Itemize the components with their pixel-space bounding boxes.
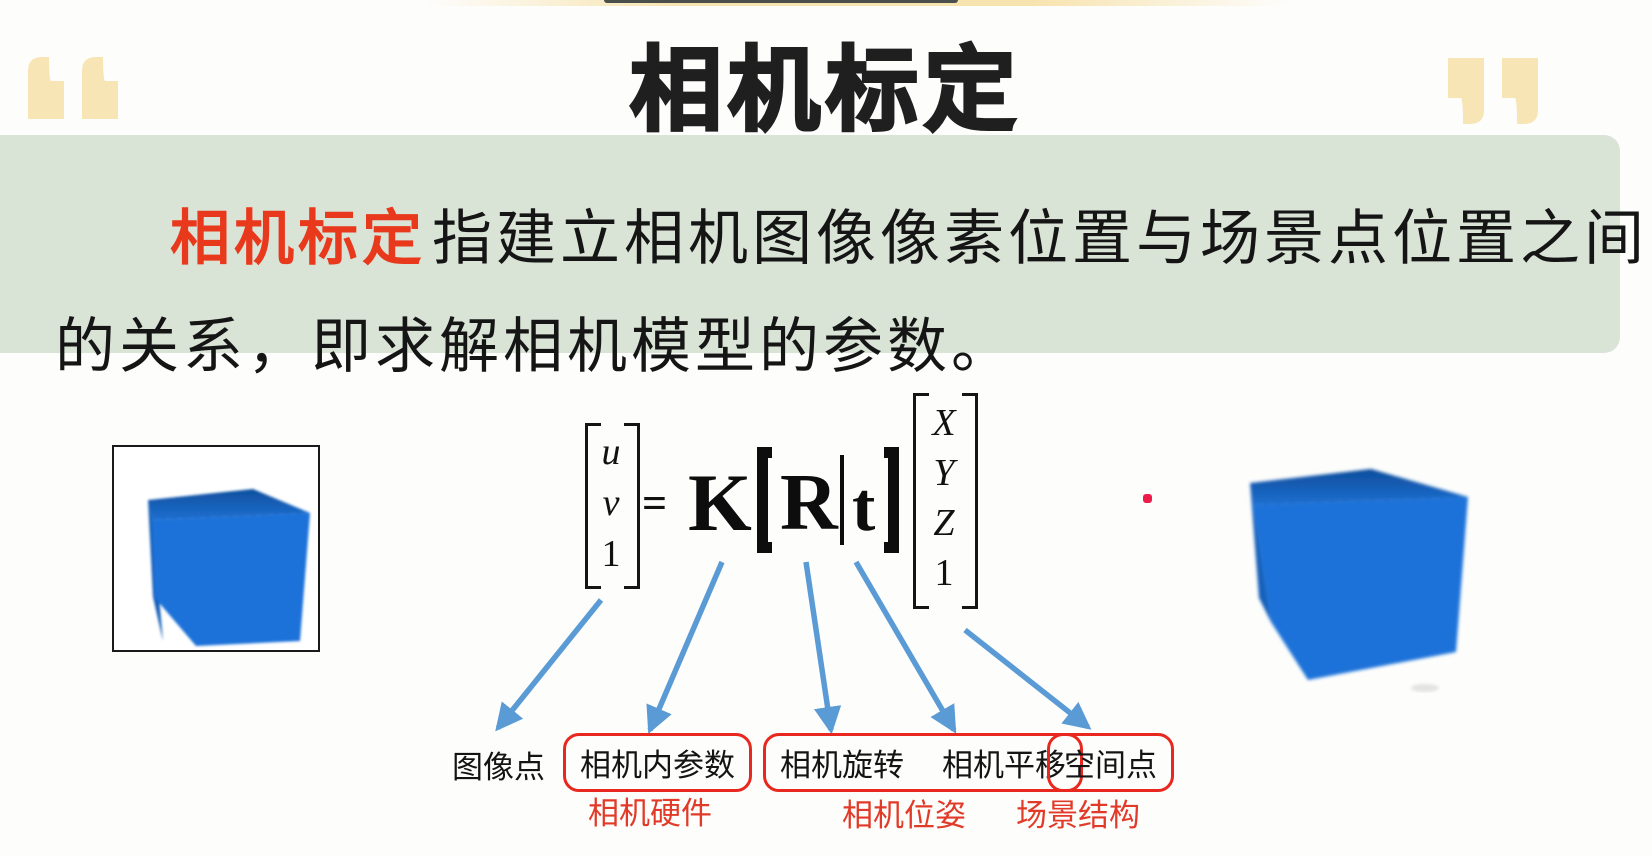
label-intrinsics: 相机内参数 [580, 748, 735, 784]
left-cube-image [148, 489, 310, 646]
pixel-vector-left-bracket [585, 423, 601, 589]
left-cube-frame [112, 445, 320, 652]
pixel-vector-right-bracket [624, 423, 640, 589]
K-symbol: K [688, 457, 752, 548]
right-cube-image [1250, 469, 1468, 692]
top-decoration-bar [604, 0, 958, 3]
caption-camera-pose: 相机位姿 [842, 798, 966, 834]
label-translation: 相机平移 [942, 748, 1066, 784]
matrix-entry-Z: Z [933, 502, 955, 544]
label-space-point-box: 空间点 [1047, 733, 1174, 792]
pixel-vector-matrix: u v 1 [585, 427, 637, 579]
label-space-point: 空间点 [1064, 748, 1157, 784]
label-rotation: 相机旋转 [780, 748, 904, 784]
Rt-divider-bar [840, 455, 844, 545]
label-intrinsics-box: 相机内参数 [563, 733, 752, 792]
equals-sign: = [642, 479, 668, 528]
label-image-point: 图像点 [452, 750, 545, 786]
definition-line1-text: 指建立相机图像像素位置与场景点位置之间 [432, 204, 1648, 274]
extrinsics-close-bracket [884, 447, 899, 553]
matrix-entry-one: 1 [934, 552, 954, 594]
opening-quote-icon [28, 57, 118, 119]
arrow-to-rotation [803, 561, 842, 735]
label-extrinsics-box: 相机旋转 相机平移 [763, 733, 1083, 792]
matrix-entry-Y: Y [933, 452, 955, 494]
definition-line2: 的关系，即求解相机模型的参数。 [55, 312, 1015, 382]
matrix-entry-X: X [932, 402, 956, 444]
arrow-to-space-point [963, 627, 1092, 730]
world-vector-right-bracket [962, 393, 978, 609]
world-vector-matrix: X Y Z 1 [913, 398, 975, 598]
caption-camera-hardware: 相机硬件 [588, 796, 712, 832]
R-symbol: R [780, 459, 838, 547]
t-symbol: t [852, 469, 876, 546]
page-title: 相机标定 [628, 39, 1022, 144]
closing-quote-icon [1448, 58, 1538, 124]
definition-highlight: 相机标定 [170, 204, 426, 274]
arrow-to-image-point [495, 598, 604, 732]
matrix-entry-v: v [602, 481, 620, 524]
definition-banner: 相机标定指建立相机图像像素位置与场景点位置之间 的关系，即求解相机模型的参数。 [0, 135, 1644, 382]
top-decoration-glow [425, 0, 1290, 6]
definition-line1: 相机标定指建立相机图像像素位置与场景点位置之间 [170, 190, 1648, 277]
red-pointer-dot [1143, 494, 1152, 503]
arrow-to-intrinsics [646, 560, 725, 735]
matrix-entry-1: 1 [601, 532, 621, 575]
caption-scene-structure: 场景结构 [1016, 798, 1140, 834]
matrix-entry-u: u [601, 431, 621, 474]
extrinsics-open-bracket [757, 447, 772, 553]
